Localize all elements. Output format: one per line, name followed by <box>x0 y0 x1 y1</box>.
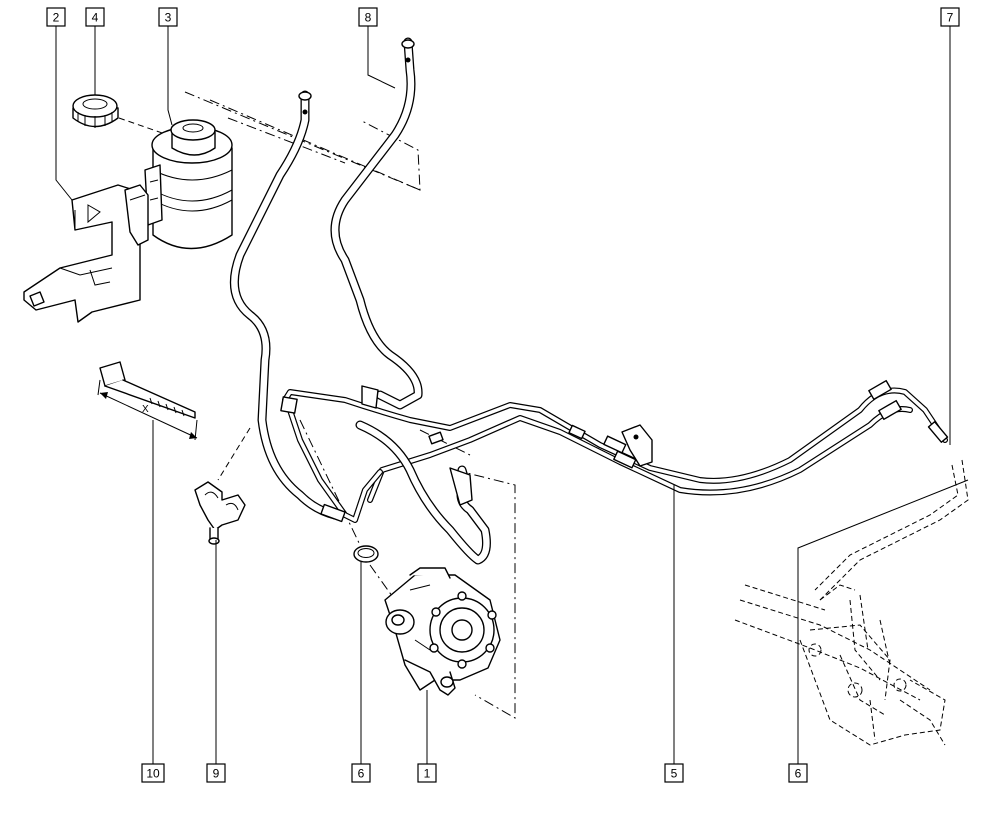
label-2-text: 2 <box>53 11 60 25</box>
return-hose <box>330 37 423 410</box>
label-1-text: 1 <box>424 767 431 781</box>
fluid-reservoir <box>144 119 233 250</box>
hose-clip <box>194 481 246 545</box>
label-3: 3 <box>158 7 178 27</box>
label-5: 5 <box>664 763 684 783</box>
label-6-right-text: 6 <box>795 767 802 781</box>
reservoir-cap <box>72 94 119 128</box>
label-1: 1 <box>417 763 437 783</box>
label-10: 10 <box>141 763 165 783</box>
leader-lines <box>55 26 969 764</box>
label-2: 2 <box>46 7 66 27</box>
reservoir-feed-hose <box>229 90 340 520</box>
label-7: 7 <box>940 7 960 27</box>
label-9-text: 9 <box>213 767 220 781</box>
reservoir-bracket <box>23 184 149 323</box>
label-6-left: 6 <box>351 763 371 783</box>
cable-tie <box>97 361 198 441</box>
label-4: 4 <box>85 7 105 27</box>
label-6-left-text: 6 <box>358 767 365 781</box>
label-8: 8 <box>358 7 378 27</box>
pump-bolts <box>429 591 497 669</box>
o-ring-seal <box>353 545 379 563</box>
power-steering-pump <box>384 567 501 696</box>
label-9: 9 <box>206 763 226 783</box>
pressure-pipe-network <box>280 379 949 565</box>
steering-rack-ghost <box>734 459 969 746</box>
label-8-text: 8 <box>365 11 372 25</box>
label-4-text: 4 <box>92 11 99 25</box>
label-7-text: 7 <box>947 11 954 25</box>
label-10-text: 10 <box>146 767 160 781</box>
label-5-text: 5 <box>671 767 678 781</box>
dimension-label: X <box>142 404 149 415</box>
label-6-right: 6 <box>788 763 808 783</box>
label-3-text: 3 <box>165 11 172 25</box>
